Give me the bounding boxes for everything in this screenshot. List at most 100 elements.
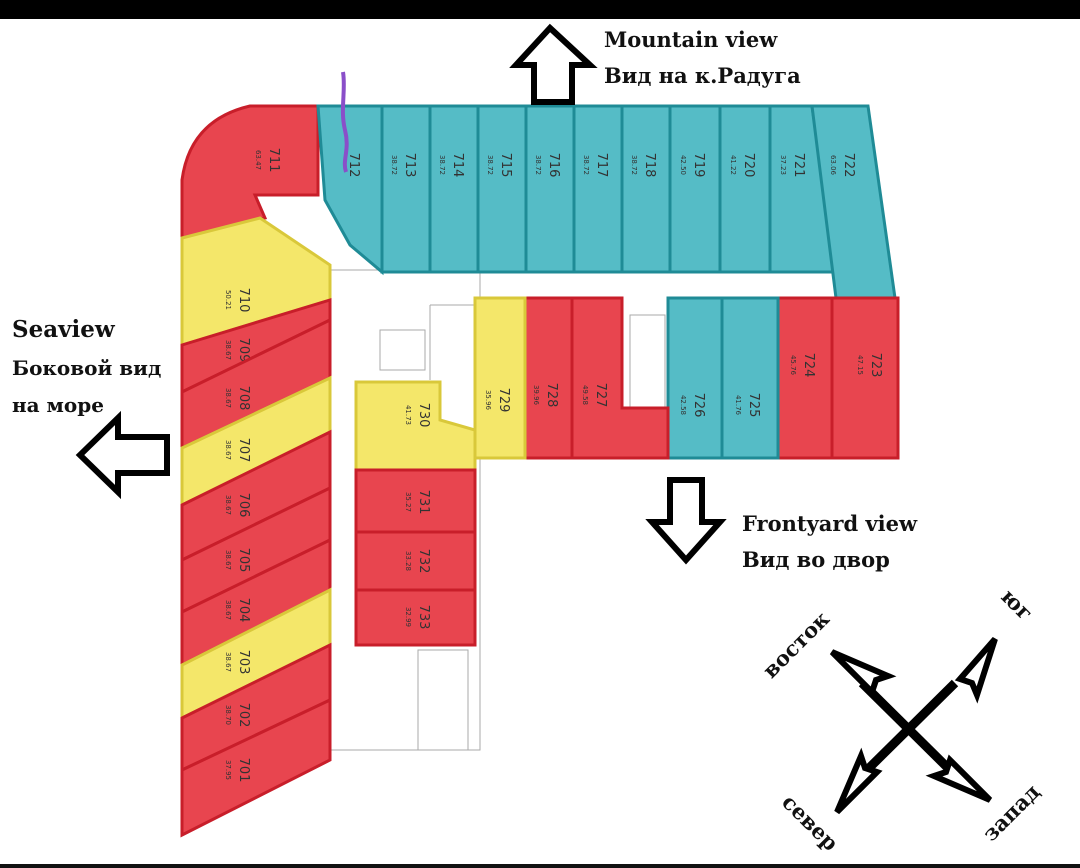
- unit-730: 730 41.73: [354, 380, 477, 472]
- sea-view-label-ru-2: на море: [12, 393, 104, 417]
- unit-area-label: 38.72: [582, 155, 590, 175]
- unit-720-shape: [718, 104, 772, 274]
- unit-area-label: 38.67: [224, 388, 232, 408]
- unit-area-label: 41.22: [729, 155, 737, 175]
- unit-number-label: 708: [236, 386, 251, 411]
- unit-number-label: 714: [450, 153, 465, 178]
- unit-712: 712: [316, 104, 384, 276]
- unit-715: 715 38.72: [476, 104, 528, 274]
- unit-number-label: 726: [691, 393, 706, 418]
- unit-708: 708 38.67: [180, 317, 332, 451]
- unit-713: 713 38.72: [380, 104, 432, 274]
- unit-area-label: 39.96: [532, 385, 540, 406]
- unit-area-label: 41.76: [734, 395, 742, 416]
- unit-area-label: 45.76: [789, 355, 797, 376]
- unit-area-label: 33.28: [404, 551, 412, 571]
- unit-number-label: 725: [746, 393, 761, 418]
- sea-view-label-ru-1: Боковой вид: [12, 356, 162, 380]
- unit-726: 726 42.58: [666, 296, 724, 460]
- unit-number-label: 711: [266, 148, 281, 173]
- unit-number-label: 703: [236, 650, 251, 675]
- unit-number-label: 724: [801, 353, 816, 378]
- unit-area-label: 42.58: [679, 395, 687, 415]
- unit-number-label: 730: [416, 403, 431, 428]
- unit-729-shape: [473, 296, 527, 460]
- unit-number-label: 713: [402, 153, 417, 178]
- unit-area-label: 38.72: [534, 155, 542, 175]
- unit-number-label: 712: [346, 153, 361, 178]
- unit-713-shape: [380, 104, 432, 274]
- unit-712-shape: [316, 104, 384, 276]
- frontyard-view-label-ru: Вид во двор: [742, 547, 890, 572]
- sea-view-arrow-icon: [75, 410, 170, 500]
- unit-area-label: 38.67: [224, 340, 232, 360]
- unit-714-shape: [428, 104, 480, 274]
- unit-number-label: 727: [593, 383, 608, 408]
- unit-area-label: 37.95: [224, 760, 232, 780]
- mountain-view-label-ru: Вид на к.Радуга: [604, 63, 801, 88]
- unit-710-shape: [180, 216, 332, 348]
- unit-716-shape: [524, 104, 576, 274]
- sea-view-label: Seaview: [12, 316, 115, 343]
- unit-number-label: 732: [416, 549, 431, 574]
- mountain-view-arrow-icon: [509, 23, 598, 105]
- unit-area-label: 35.96: [484, 390, 492, 411]
- unit-area-label: 38.72: [438, 155, 446, 175]
- unit-727-shape: [570, 296, 670, 460]
- unit-719: 719 42.50: [668, 104, 722, 274]
- unit-715-shape: [476, 104, 528, 274]
- units-layer: 711 63.47 712 713 38.72 714 38.72 715 38.72 716 38…: [180, 104, 900, 838]
- unit-area-label: 37.23: [779, 155, 787, 175]
- unit-area-label: 38.67: [224, 440, 232, 460]
- unit-732-shape: [354, 530, 477, 592]
- purple-marker-scribble: [340, 71, 349, 173]
- unit-723-shape: [830, 296, 900, 460]
- unit-716: 716 38.72: [524, 104, 576, 274]
- unit-718: 718 38.72: [620, 104, 672, 274]
- unit-area-label: 38.72: [486, 155, 494, 175]
- unit-number-label: 731: [416, 490, 431, 515]
- unit-number-label: 719: [691, 153, 706, 178]
- unit-area-label: 41.73: [404, 405, 412, 425]
- unit-733-shape: [354, 588, 477, 647]
- unit-area-label: 63.06: [829, 155, 837, 176]
- unit-number-label: 721: [791, 153, 806, 178]
- unit-area-label: 50.21: [224, 290, 232, 310]
- unit-area-label: 42.50: [679, 155, 687, 175]
- unit-number-label: 710: [236, 288, 251, 313]
- unit-area-label: 47.15: [856, 355, 864, 375]
- compass-icon: [829, 637, 998, 815]
- unit-729: 729 35.96: [473, 296, 527, 460]
- unit-number-label: 707: [236, 438, 251, 463]
- unit-area-label: 38.67: [224, 652, 232, 672]
- unit-701-shape: [180, 697, 332, 838]
- unit-area-label: 38.67: [224, 550, 232, 570]
- unit-number-label: 718: [642, 153, 657, 178]
- unit-711: 711 63.47: [180, 104, 320, 240]
- unit-area-label: 35.27: [404, 492, 412, 512]
- unit-number-label: 729: [496, 388, 511, 413]
- unit-724-shape: [776, 296, 834, 460]
- unit-area-label: 38.72: [390, 155, 398, 175]
- unit-number-label: 706: [236, 493, 251, 518]
- unit-area-label: 63.47: [254, 150, 262, 170]
- unit-718-shape: [620, 104, 672, 274]
- unit-730-shape: [354, 380, 477, 472]
- top-black-bar: [0, 0, 1080, 19]
- unit-number-label: 716: [546, 153, 561, 178]
- unit-710: 710 50.21: [180, 216, 332, 348]
- unit-733: 733 32.99: [354, 588, 477, 647]
- mountain-view-label: Mountain view: [604, 27, 778, 52]
- unit-area-label: 32.99: [404, 607, 412, 627]
- unit-number-label: 715: [498, 153, 513, 178]
- unit-number-label: 702: [236, 703, 251, 728]
- unit-728-shape: [523, 296, 574, 460]
- unit-number-label: 701: [236, 758, 251, 783]
- unit-area-label: 38.72: [630, 155, 638, 175]
- unit-number-label: 733: [416, 605, 431, 630]
